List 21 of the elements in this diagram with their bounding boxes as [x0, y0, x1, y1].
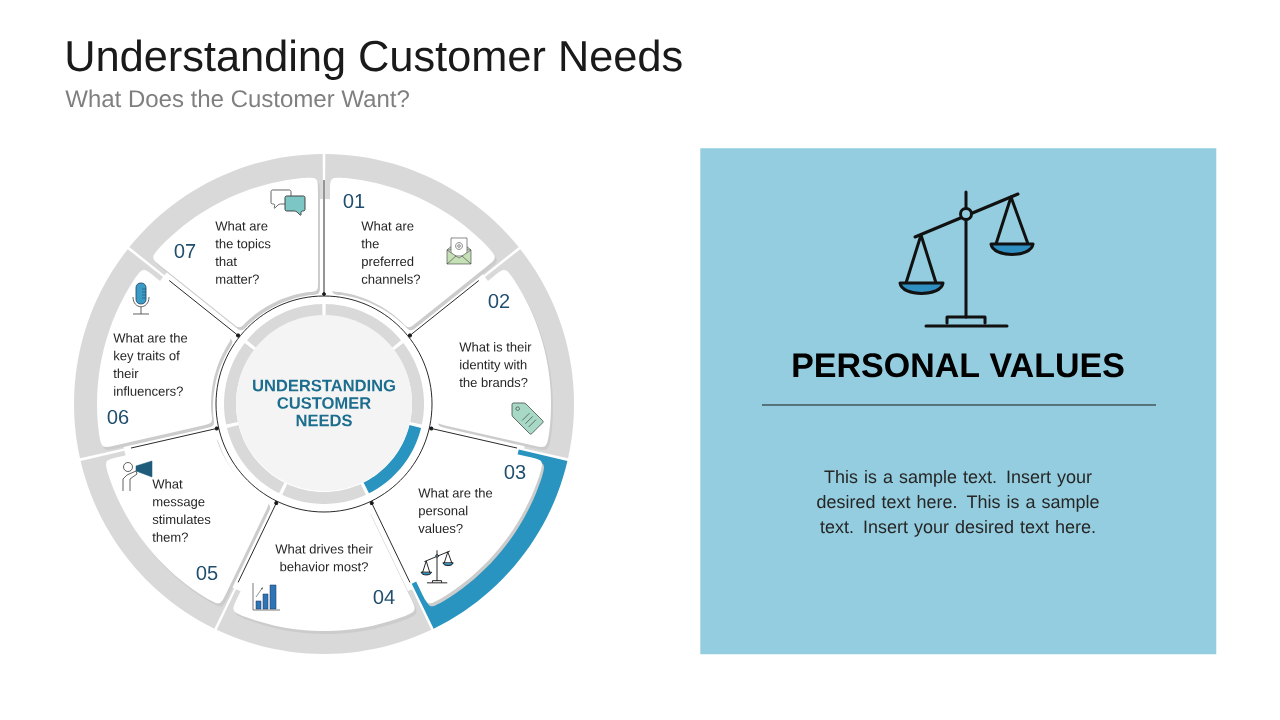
segment-card: [233, 509, 417, 634]
info-panel: [700, 148, 1217, 655]
question-text: What is their identity with the brands?: [459, 342, 532, 388]
step-number: 07: [174, 243, 196, 259]
step-number: 04: [373, 589, 395, 605]
step-number: 02: [488, 293, 510, 309]
question-text: What are the preferred channels?: [361, 221, 421, 284]
panel-heading: PERSONAL VALUES: [793, 353, 1124, 378]
title: Understanding Customer Needs: [67, 39, 682, 80]
step-number: 06: [107, 409, 129, 425]
step-number: 03: [504, 464, 526, 480]
segment-card: [153, 177, 320, 331]
step-number: 05: [196, 565, 218, 581]
body-text: This is a sample text. Insert your desired text here. This is a sample text. Insert your desired text here.: [817, 469, 1099, 537]
question-text: What are the personal values?: [418, 488, 493, 534]
question-text: What drives their behavior most?: [275, 544, 373, 572]
question-text: What are the key traits of their influencers?: [113, 333, 188, 396]
question-text: What are the topics that matter?: [215, 221, 271, 284]
subtitle: What Does the Customer Want?: [65, 89, 409, 108]
step-number: 01: [343, 193, 365, 209]
question-text: What message stimulates them?: [152, 479, 211, 542]
